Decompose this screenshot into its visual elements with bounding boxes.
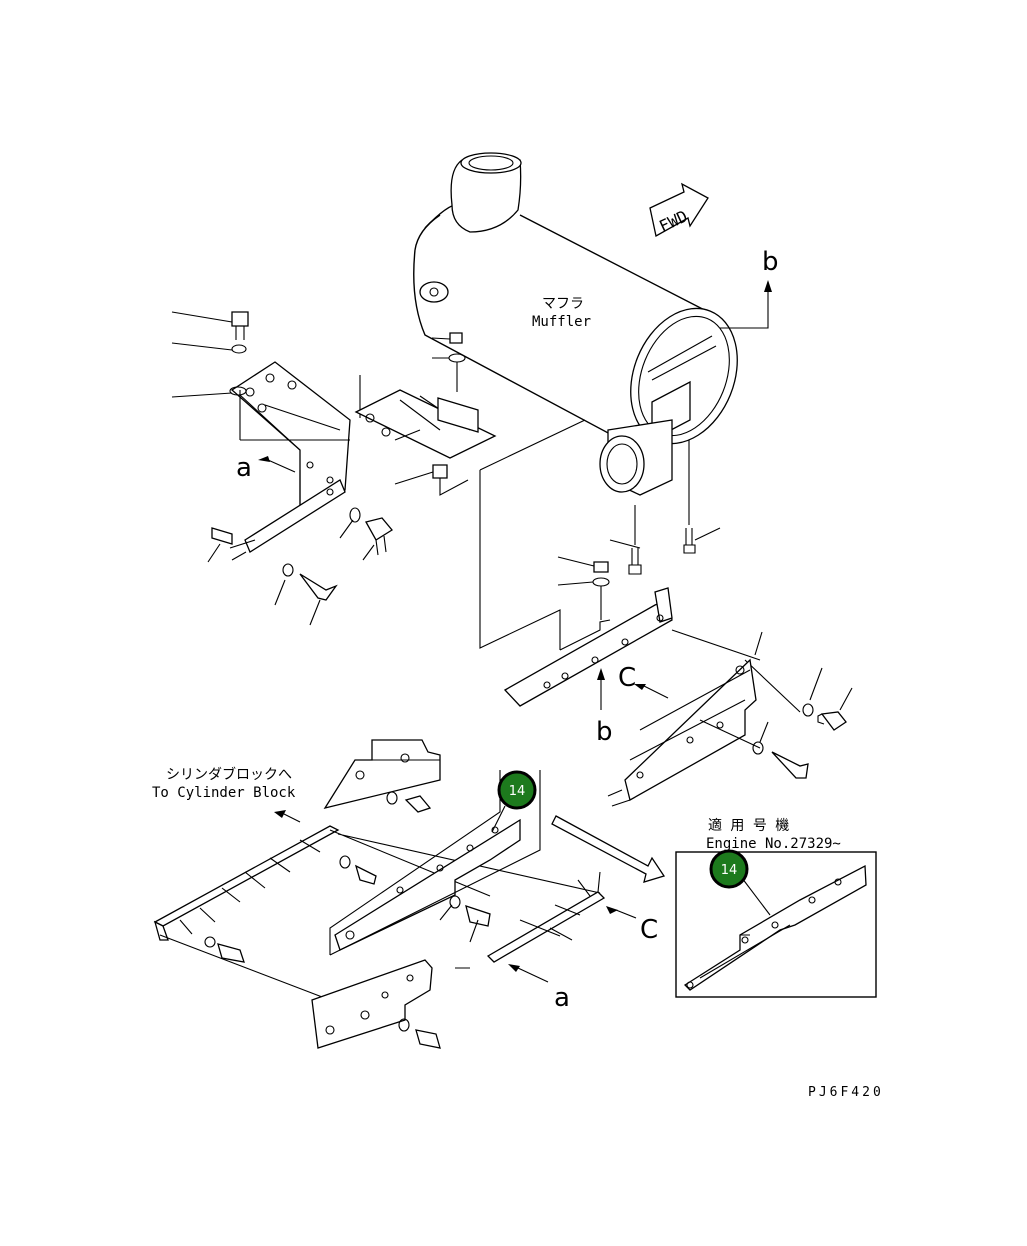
- muffler-assembly: [413, 152, 738, 575]
- inset-panel: [675, 851, 877, 998]
- ref-line-a-top: [267, 459, 296, 473]
- callout-number: 14: [509, 784, 526, 799]
- ref-a-lower: a: [554, 983, 570, 1013]
- muffler-label-jp: マフラ: [542, 296, 584, 312]
- inset-pointer-arrow-icon: [551, 815, 666, 883]
- ref-line-a-lower: [517, 967, 549, 983]
- applicable-label-jp: 適 用 号 機: [708, 817, 789, 834]
- muffler-label-en: Muffler: [532, 314, 591, 330]
- right-bracket-assembly: [607, 631, 853, 807]
- arrow-left-icon-block: [274, 810, 286, 818]
- callout-leader-main: [491, 805, 506, 833]
- ref-c-lower: C: [640, 915, 658, 945]
- block-leader-line: [283, 813, 301, 823]
- center-bracket-assembly: [354, 332, 586, 650]
- left-bracket-assembly: [171, 311, 393, 626]
- ref-line-c-upper: [643, 685, 669, 699]
- arrow-left-icon-a-lower: [508, 964, 520, 972]
- support-frame-assembly: [153, 739, 606, 1049]
- ref-b-lower: b: [596, 717, 613, 747]
- arrow-left-icon-c: [634, 684, 646, 690]
- inset-frame: [675, 851, 877, 998]
- to-block-label-en: To Cylinder Block: [152, 785, 296, 801]
- arrow-up-icon: [764, 280, 772, 292]
- inset-leader-line: [741, 877, 771, 916]
- callout-14-inset[interactable]: 14: [709, 849, 749, 889]
- cross-member-assembly: [503, 556, 801, 713]
- to-block-label-jp: シリンダブロックへ: [166, 766, 292, 783]
- drawing-code: PJ6F420: [808, 1085, 884, 1100]
- callout-14-main[interactable]: 14: [497, 770, 537, 810]
- engine-number-label: Engine No.27329~: [706, 836, 841, 852]
- ref-line-b: [720, 282, 769, 329]
- callout-number: 14: [721, 863, 738, 878]
- ref-line-c-lower: [615, 909, 637, 919]
- arrow-left-icon-c-lower: [606, 906, 618, 914]
- ref-a-top: a: [236, 453, 252, 483]
- forward-direction-icon: FWD: [649, 182, 709, 237]
- ref-b-top: b: [762, 247, 779, 277]
- ref-c-upper: C: [618, 663, 636, 693]
- arrow-left-icon: [258, 456, 270, 462]
- arrow-up-icon-lower: [597, 668, 605, 680]
